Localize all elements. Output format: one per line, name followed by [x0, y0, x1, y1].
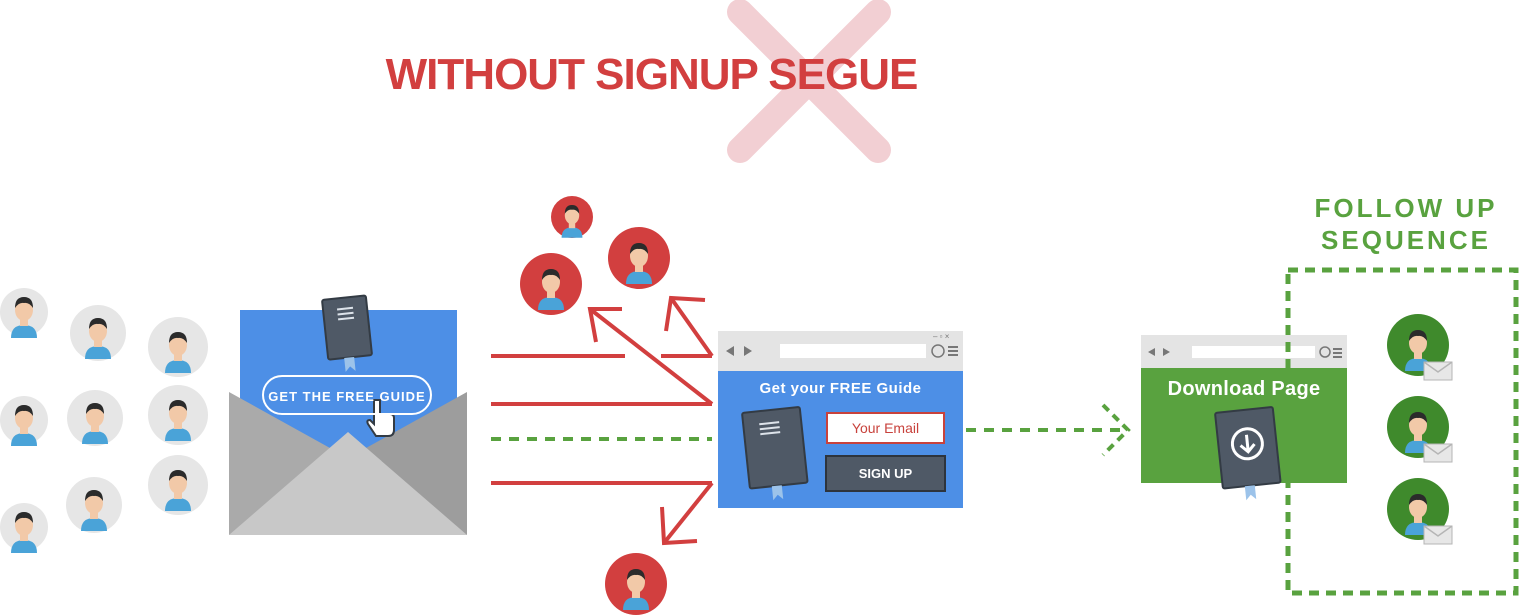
- avatar: [67, 390, 123, 446]
- crossed-out-x-mark: [727, 0, 891, 163]
- page-title: WITHOUT SIGNUP SEGUE: [385, 50, 919, 99]
- audience-avatars: [0, 288, 208, 553]
- download-page-title: Download Page: [1167, 378, 1321, 400]
- svg-text:– ▫ ×: – ▫ ×: [933, 332, 950, 341]
- avatar: [0, 503, 48, 553]
- follow-up-recipients: [1387, 314, 1453, 545]
- success-connector: [966, 403, 1131, 457]
- guide-book-icon: [321, 294, 373, 372]
- avatar: [520, 253, 582, 315]
- email-field[interactable]: Your Email: [826, 412, 945, 444]
- lost-avatars: [520, 196, 670, 615]
- avatar: [1387, 314, 1449, 376]
- avatar: [148, 317, 208, 377]
- follow-up-box: [1285, 267, 1519, 596]
- avatar: [0, 396, 48, 446]
- follow-up-label-line2: SEQUENCE: [1321, 225, 1491, 255]
- avatar: [551, 196, 593, 238]
- signup-form-title: Get your FREE Guide: [759, 380, 922, 397]
- avatar: [148, 455, 208, 515]
- mail-icon: [1423, 443, 1453, 463]
- download-icon: [1214, 406, 1282, 501]
- guide-book-icon: [741, 406, 809, 501]
- avatar: [0, 288, 48, 338]
- avatar: [605, 553, 667, 615]
- avatar: [1387, 478, 1449, 540]
- flow-lines-to-form: [491, 354, 712, 485]
- sign-up-button[interactable]: SIGN UP: [825, 455, 946, 492]
- get-free-guide-button[interactable]: GET THE FREE GUIDE: [262, 375, 432, 415]
- avatar: [608, 227, 670, 289]
- avatar: [66, 477, 122, 533]
- follow-up-label-line1: FOLLOW UP: [1314, 193, 1498, 223]
- avatar: [148, 385, 208, 445]
- bounce-arrows: [587, 295, 714, 546]
- avatar: [1387, 396, 1449, 458]
- mail-icon: [1423, 525, 1453, 545]
- avatar: [70, 305, 126, 361]
- mail-icon: [1423, 361, 1453, 381]
